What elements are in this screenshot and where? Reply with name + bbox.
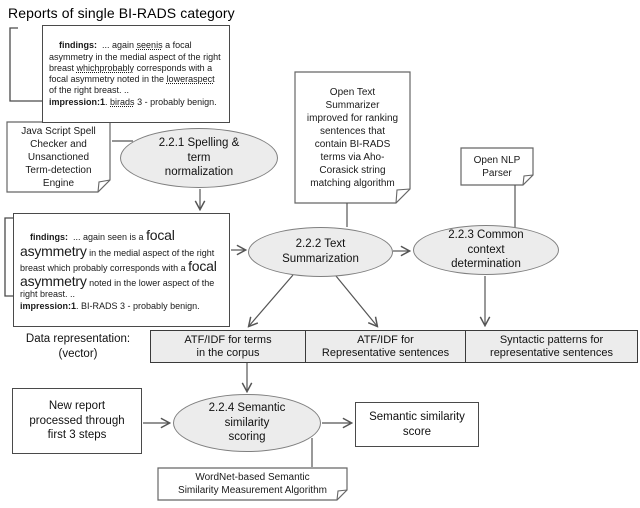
note-shape-summarizer xyxy=(294,71,411,204)
note-summarizer: Open Text Summarizer improved for rankin… xyxy=(306,86,399,189)
note-wordnet: WordNet-based Semantic Similarity Measur… xyxy=(178,472,327,496)
note-shape-nlp-parser xyxy=(460,147,534,186)
diagram-title: Reports of single BI-RADS category xyxy=(8,5,235,21)
note-nlp-parser: Open NLP Parser xyxy=(473,154,521,179)
process-common-context: 2.2.3 Common context determination xyxy=(413,225,559,275)
vector-cell-syntactic-patterns: Syntactic patterns for representative se… xyxy=(465,331,637,362)
arrow-summarization-to-atf-terms xyxy=(249,274,294,326)
vector-cell-atf-terms: ATF/IDF for terms in the corpus xyxy=(184,333,272,359)
process-spelling-normalization: 2.2.1 Spelling & term normalization xyxy=(120,128,278,188)
report-normalized-text: findings: ... again seen is a focal asym… xyxy=(20,227,221,311)
note-spell-checker: Java Script Spell Checker and Unsanction… xyxy=(21,125,96,189)
arrow-summarization-to-atf-sentences xyxy=(335,275,377,326)
vector-cell-atf-sentences: ATF/IDF for Representative sentences xyxy=(305,331,465,362)
data-representation-row: ATF/IDF for terms in the corpus ATF/IDF … xyxy=(150,330,638,363)
process-semantic-scoring: 2.2.4 Semantic similarity scoring xyxy=(173,394,321,452)
report-original-box: findings: ... again seenis a focal asymm… xyxy=(42,25,230,123)
new-report-box: New report processed through first 3 ste… xyxy=(12,388,142,454)
report-original-text: findings: ... again seenis a focal asymm… xyxy=(49,40,224,107)
process-text-summarization: 2.2.2 Text Summarization xyxy=(248,227,393,277)
note-shape-wordnet xyxy=(157,467,348,501)
similarity-score-box: Semantic similarity score xyxy=(355,402,479,447)
report-normalized-box: findings: ... again seen is a focal asym… xyxy=(13,213,230,327)
data-representation-label: Data representation: (vector) xyxy=(25,333,131,360)
